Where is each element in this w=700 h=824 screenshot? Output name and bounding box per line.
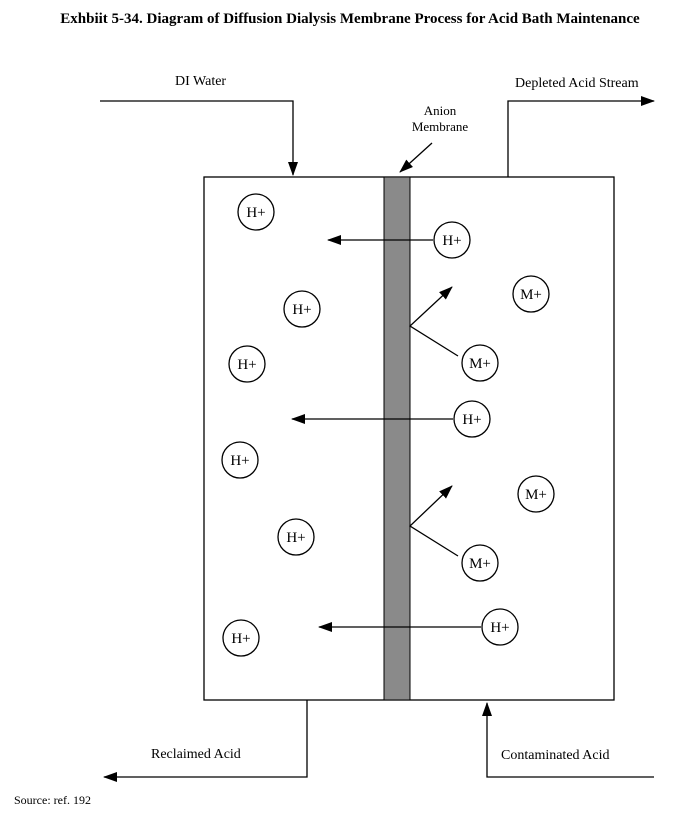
ion-h-7: H+ [277, 518, 315, 556]
ion-h-5: H+ [453, 400, 491, 438]
source-note: Source: ref. 192 [14, 793, 91, 807]
ion-h-4: H+ [228, 345, 266, 383]
ion-h-9-label: H+ [231, 631, 250, 647]
ion-h-4-label: H+ [237, 357, 256, 373]
ion-m-1: M+ [512, 275, 550, 313]
ion-h-1-label: H+ [246, 205, 265, 221]
diagram-title: Exhbiit 5-34. Diagram of Diffusion Dialy… [60, 11, 640, 27]
ion-h-2: H+ [433, 221, 471, 259]
ion-m-4: M+ [461, 544, 499, 582]
ion-h-8-label: H+ [490, 620, 509, 636]
m-rejection-arrow-2 [408, 485, 459, 557]
di-water-inlet-pipe [100, 100, 298, 176]
ion-m-2: M+ [461, 344, 499, 382]
reclaimed-acid-label: Reclaimed Acid [151, 747, 241, 762]
ion-m-3: M+ [517, 475, 555, 513]
ion-h-3-label: H+ [292, 302, 311, 318]
membrane-label-line1: Anion [423, 103, 457, 118]
depleted-acid-label: Depleted Acid Stream [515, 76, 639, 91]
di-water-label: DI Water [175, 74, 227, 89]
ion-h-6-label: H+ [230, 453, 249, 469]
ion-h-3: H+ [283, 290, 321, 328]
ion-m-2-label: M+ [469, 356, 491, 372]
ion-m-1-label: M+ [520, 287, 542, 303]
ion-h-1: H+ [237, 193, 275, 231]
contaminated-acid-label: Contaminated Acid [501, 748, 610, 763]
ion-h-8: H+ [481, 608, 519, 646]
ion-h-5-label: H+ [462, 412, 481, 428]
membrane-pointer-arrow [399, 142, 433, 173]
reclaimed-acid-outlet-pipe [103, 700, 308, 782]
ion-m-3-label: M+ [525, 487, 547, 503]
ion-m-4-label: M+ [469, 556, 491, 572]
ion-h-9: H+ [222, 619, 260, 657]
ion-h-7-label: H+ [286, 530, 305, 546]
membrane-label-line2: Membrane [411, 119, 469, 134]
m-rejection-arrow-1 [408, 286, 459, 357]
contaminated-acid-inlet-pipe [482, 702, 654, 778]
depleted-acid-outlet-pipe [507, 96, 655, 177]
membrane-label: Anion Membrane [395, 103, 485, 135]
anion-membrane [383, 176, 411, 701]
ion-h-6: H+ [221, 441, 259, 479]
ion-h-2-label: H+ [442, 233, 461, 249]
